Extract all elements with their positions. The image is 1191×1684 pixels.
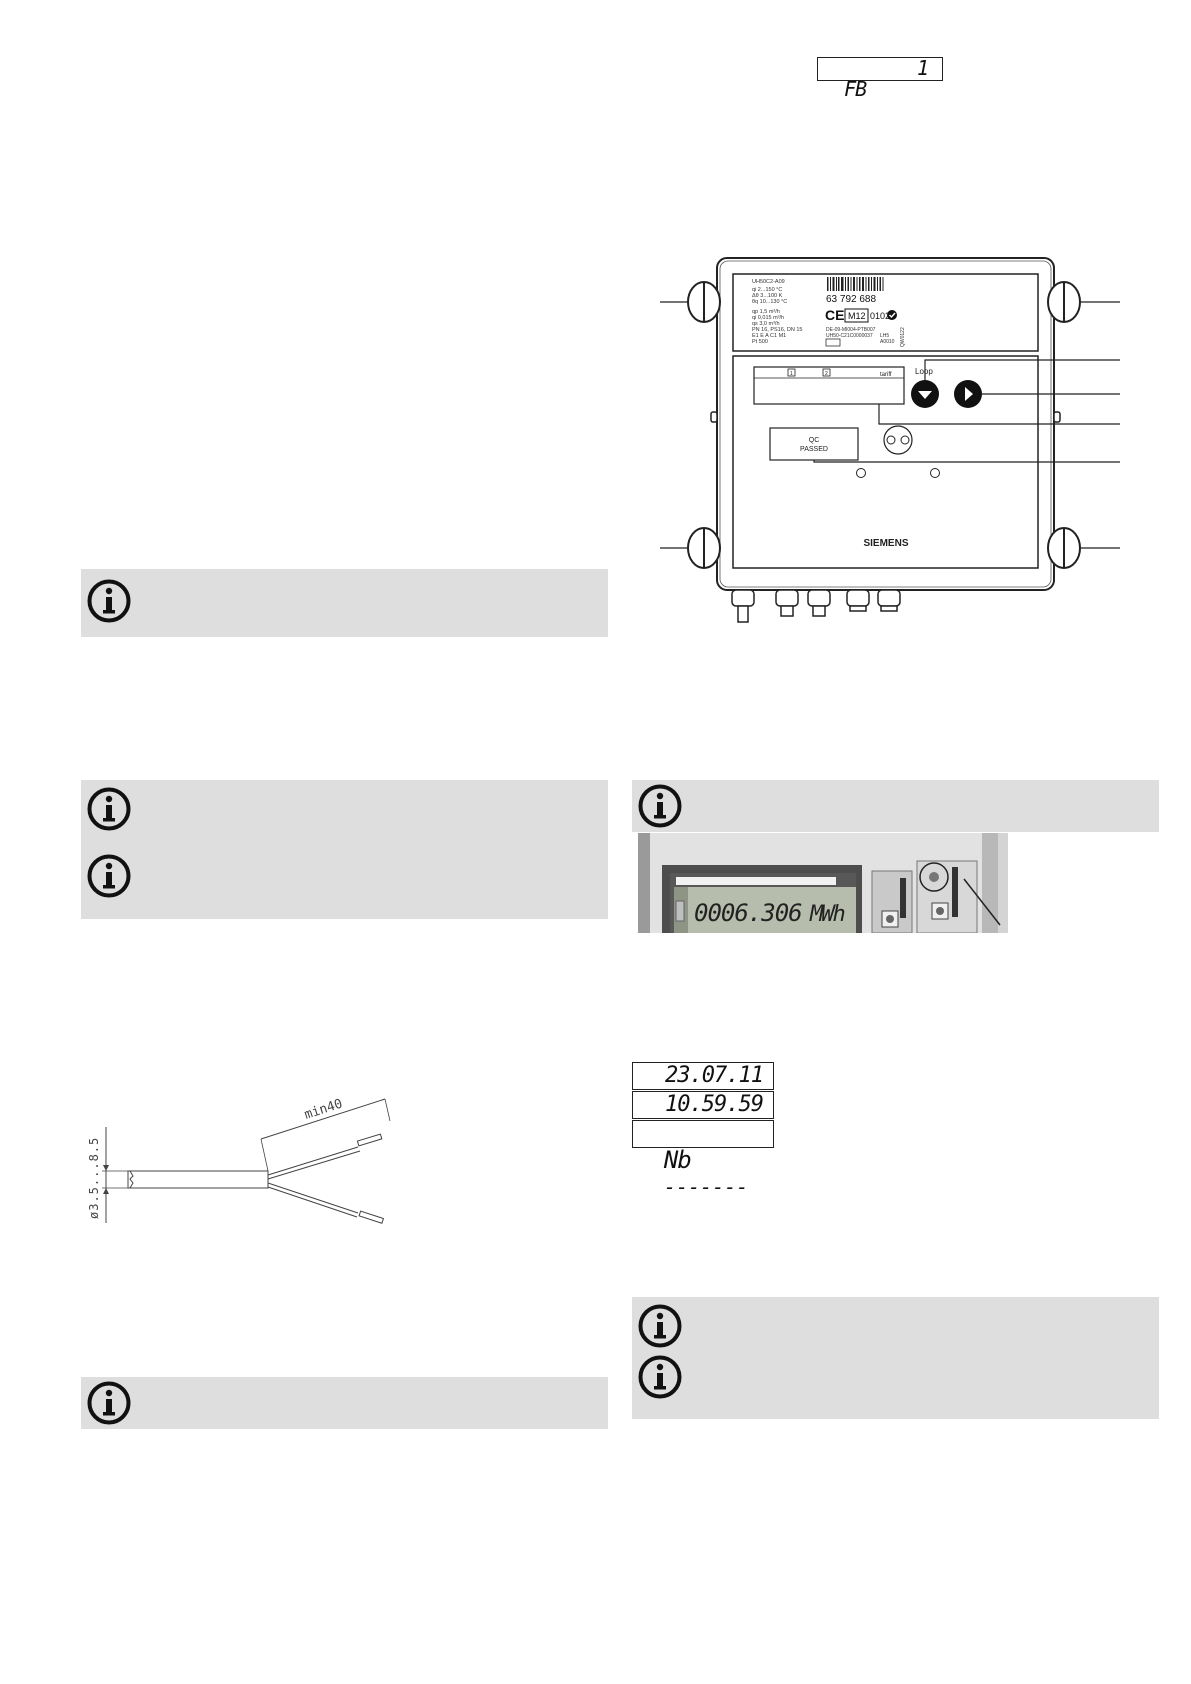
lcd-row-number: Nb ------- [632,1120,774,1199]
diameter-label: ø3.5...8.5 [87,1137,101,1219]
info-note-2 [81,780,608,919]
lcd-unit: MWh [809,902,844,927]
display-header-item: tariff [880,372,892,378]
serial-number: 63 792 688 [826,294,876,305]
vertical-code: QW0122 [900,327,906,347]
status-display: FB 1 [817,56,943,100]
lcd-reading: 0006.306 [694,899,802,927]
ce-mark: CE [825,307,844,323]
qc-label: QC [809,437,820,444]
cable-glands [731,589,901,623]
label-line: θq 10...130 °C [752,299,787,305]
info-icon [87,579,131,623]
optical-interface [883,425,913,455]
label-line: Δθ 3...100 K [752,293,783,299]
chevron-down-icon [918,391,932,399]
info-note-4 [632,780,1159,832]
info-icon [87,854,131,898]
info-note-3 [81,1377,608,1429]
lcd-row-value: 10.59.59 [665,1092,764,1117]
passed-label: PASSED [800,446,828,453]
display-header-item: 2 [825,371,828,377]
status-display-left: FB [844,77,867,101]
label-line: Pt 500 [752,339,768,345]
info-icon [87,787,131,831]
label-line: qi 0,015 m³/h [752,315,784,321]
info-note-5 [632,1297,1159,1419]
label-line: PN 16, PS16, DN 15 [752,327,802,333]
approval-line: UH50-C21C0000037 [826,333,873,339]
notified-body: 0102 [870,311,890,321]
lcd-row-time: T 10.59.59 [632,1091,774,1144]
label-line: qs 3,0 m³/h [752,321,780,327]
label-line: UH50C2-A09 [752,279,785,285]
info-icon [638,784,682,828]
lcd-row-label: Nb [663,1146,692,1174]
approval-line: DE-09-MI004-PTB007 [826,327,876,333]
metrology-mark: M12 [848,311,866,321]
cable-sheath [127,1170,269,1189]
lcd-screen [674,887,856,933]
meter-photo: 0006.306 MWh [632,833,1022,933]
info-icon [638,1355,682,1399]
device-drawing: UH50C2-A09 qi 2...150 °C Δθ 3...100 K θq… [660,257,1120,623]
status-display-right: 1 [916,56,929,80]
lcd-row-date: D 23.07.11 [632,1062,774,1115]
info-icon [638,1304,682,1348]
label-plate [732,273,1039,352]
cable-drawing: ø3.5...8.5 min40 [87,1096,391,1224]
chevron-right-icon [965,387,973,401]
reset-button-highlight [919,862,949,892]
label-line: qp 1,5 m³/h [752,309,780,315]
loop-label: Loop [915,367,933,376]
label-line: E1 E A C1 M1 [752,333,786,339]
display-window [753,366,905,405]
check-icon [887,310,897,320]
leader-lines [660,301,1120,549]
label-line: qi 2...150 °C [752,287,782,293]
info-note-1 [81,569,608,637]
lcd-row-value: ------- [663,1175,749,1199]
qc-sticker [769,427,859,461]
barcode [827,277,884,291]
info-icon [87,1381,131,1425]
side-code: LH5 [880,333,889,339]
arrow-box-icon [825,338,841,347]
brand-logo: SIEMENS [863,538,908,549]
corner-screw [687,281,1081,569]
side-code: A0010 [880,339,895,345]
display-header-item: 1 [790,371,793,377]
label-spec-text: UH50C2-A09 qi 2...150 °C Δθ 3...100 K θq… [752,279,802,345]
lcd-row-value: 23.07.11 [665,1063,764,1088]
